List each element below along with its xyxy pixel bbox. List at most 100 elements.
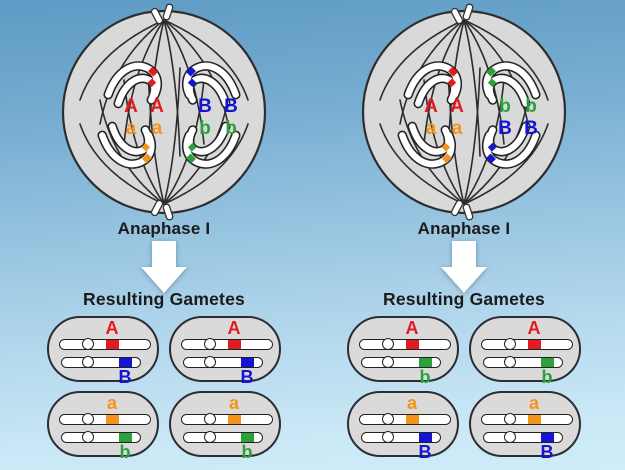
chromatid-band xyxy=(447,78,457,88)
gamete-chromosome xyxy=(181,412,273,425)
allele-letter: A xyxy=(424,96,438,117)
chromosome-group xyxy=(97,121,157,169)
chromosome-group xyxy=(481,121,541,169)
centromere-icon xyxy=(204,430,216,443)
allele-band xyxy=(541,358,554,367)
centromere-icon xyxy=(82,412,94,425)
centromere-icon xyxy=(204,412,216,425)
gamete-chromosome xyxy=(483,430,563,443)
gamete-chromosome xyxy=(61,430,141,443)
spindle-fiber xyxy=(79,123,165,205)
gamete-chromosome xyxy=(59,412,151,425)
allele-letter: A xyxy=(450,96,464,117)
centromere-icon xyxy=(204,355,216,368)
centromere-icon xyxy=(382,355,394,368)
centriole-icon xyxy=(162,3,174,21)
chromatid-band xyxy=(487,142,497,152)
allele-band xyxy=(528,340,541,349)
spindle-fiber xyxy=(379,123,465,205)
allele-band xyxy=(528,415,541,424)
centromere-icon xyxy=(82,355,94,368)
allele-band xyxy=(106,340,119,349)
chromosome-group xyxy=(481,61,541,109)
allele-label-bottom: b xyxy=(419,367,431,387)
allele-letter: B xyxy=(498,118,512,139)
allele-label-bottom: b xyxy=(119,442,131,462)
centromere-icon xyxy=(504,430,516,443)
spindle-fiber xyxy=(79,19,165,101)
allele-letter: b xyxy=(499,96,511,117)
chromatid-band xyxy=(148,66,158,77)
allele-band xyxy=(419,358,432,367)
centriole-icon xyxy=(150,7,164,25)
allele-letter: a xyxy=(426,118,437,139)
chromatid-band xyxy=(486,153,496,164)
spindle-fiber xyxy=(399,19,465,125)
chromatid-band xyxy=(441,142,451,152)
chromatid-band xyxy=(448,66,458,77)
centromere-icon xyxy=(504,355,516,368)
allele-band xyxy=(406,415,419,424)
centromere-icon xyxy=(382,430,394,443)
chromosome-group xyxy=(181,61,241,109)
gamete-chromosome xyxy=(183,355,263,368)
resulting-gametes-title: Resulting Gametes xyxy=(83,289,245,309)
allele-label-bottom: B xyxy=(118,367,132,387)
gamete-chromosome xyxy=(483,355,563,368)
allele-band xyxy=(241,358,254,367)
allele-label-bottom: B xyxy=(540,442,554,462)
allele-letter: a xyxy=(452,118,463,139)
gamete-chromosome xyxy=(359,412,451,425)
allele-band xyxy=(406,340,419,349)
spindle-fiber xyxy=(163,19,249,101)
allele-letter: A xyxy=(150,96,164,117)
spindle-fiber xyxy=(163,67,181,205)
spindle-fiber xyxy=(163,123,249,205)
chromatid-band xyxy=(487,78,497,88)
phase-label: Anaphase I xyxy=(417,219,511,238)
chromatid-band xyxy=(486,66,496,77)
centromere-icon xyxy=(382,412,394,425)
spindle-fiber xyxy=(163,19,181,157)
allele-letter: A xyxy=(124,96,138,117)
allele-letter: B xyxy=(524,118,538,139)
allele-letter: a xyxy=(152,118,163,139)
gamete-chromosome xyxy=(59,337,151,350)
chromosome-group xyxy=(181,121,241,169)
gamete-chromosome xyxy=(481,337,573,350)
allele-letter: B xyxy=(224,96,238,117)
centromere-icon xyxy=(82,337,94,350)
allele-letter: b xyxy=(225,118,237,139)
chromatid-band xyxy=(442,153,452,164)
allele-label-top: a xyxy=(406,393,418,413)
centromere-icon xyxy=(204,337,216,350)
centromere-icon xyxy=(82,430,94,443)
chromosome-group xyxy=(397,121,457,169)
centriole-icon xyxy=(450,7,464,25)
down-arrow-icon xyxy=(141,241,187,293)
centriole-icon xyxy=(150,199,164,217)
chromatid-band xyxy=(142,153,152,164)
gamete-chromosome xyxy=(361,355,441,368)
spindle-fiber xyxy=(463,67,481,205)
chromosome-group xyxy=(103,61,163,109)
centriole-icon xyxy=(450,199,464,217)
chromosome-group xyxy=(403,61,463,109)
spindle-fiber xyxy=(163,99,229,205)
allele-band xyxy=(419,433,432,442)
allele-band xyxy=(119,433,132,442)
allele-band xyxy=(228,340,241,349)
centromere-icon xyxy=(504,337,516,350)
allele-label-top: a xyxy=(106,393,118,413)
chromatid-band xyxy=(141,142,151,152)
spindle-fiber xyxy=(99,19,165,125)
